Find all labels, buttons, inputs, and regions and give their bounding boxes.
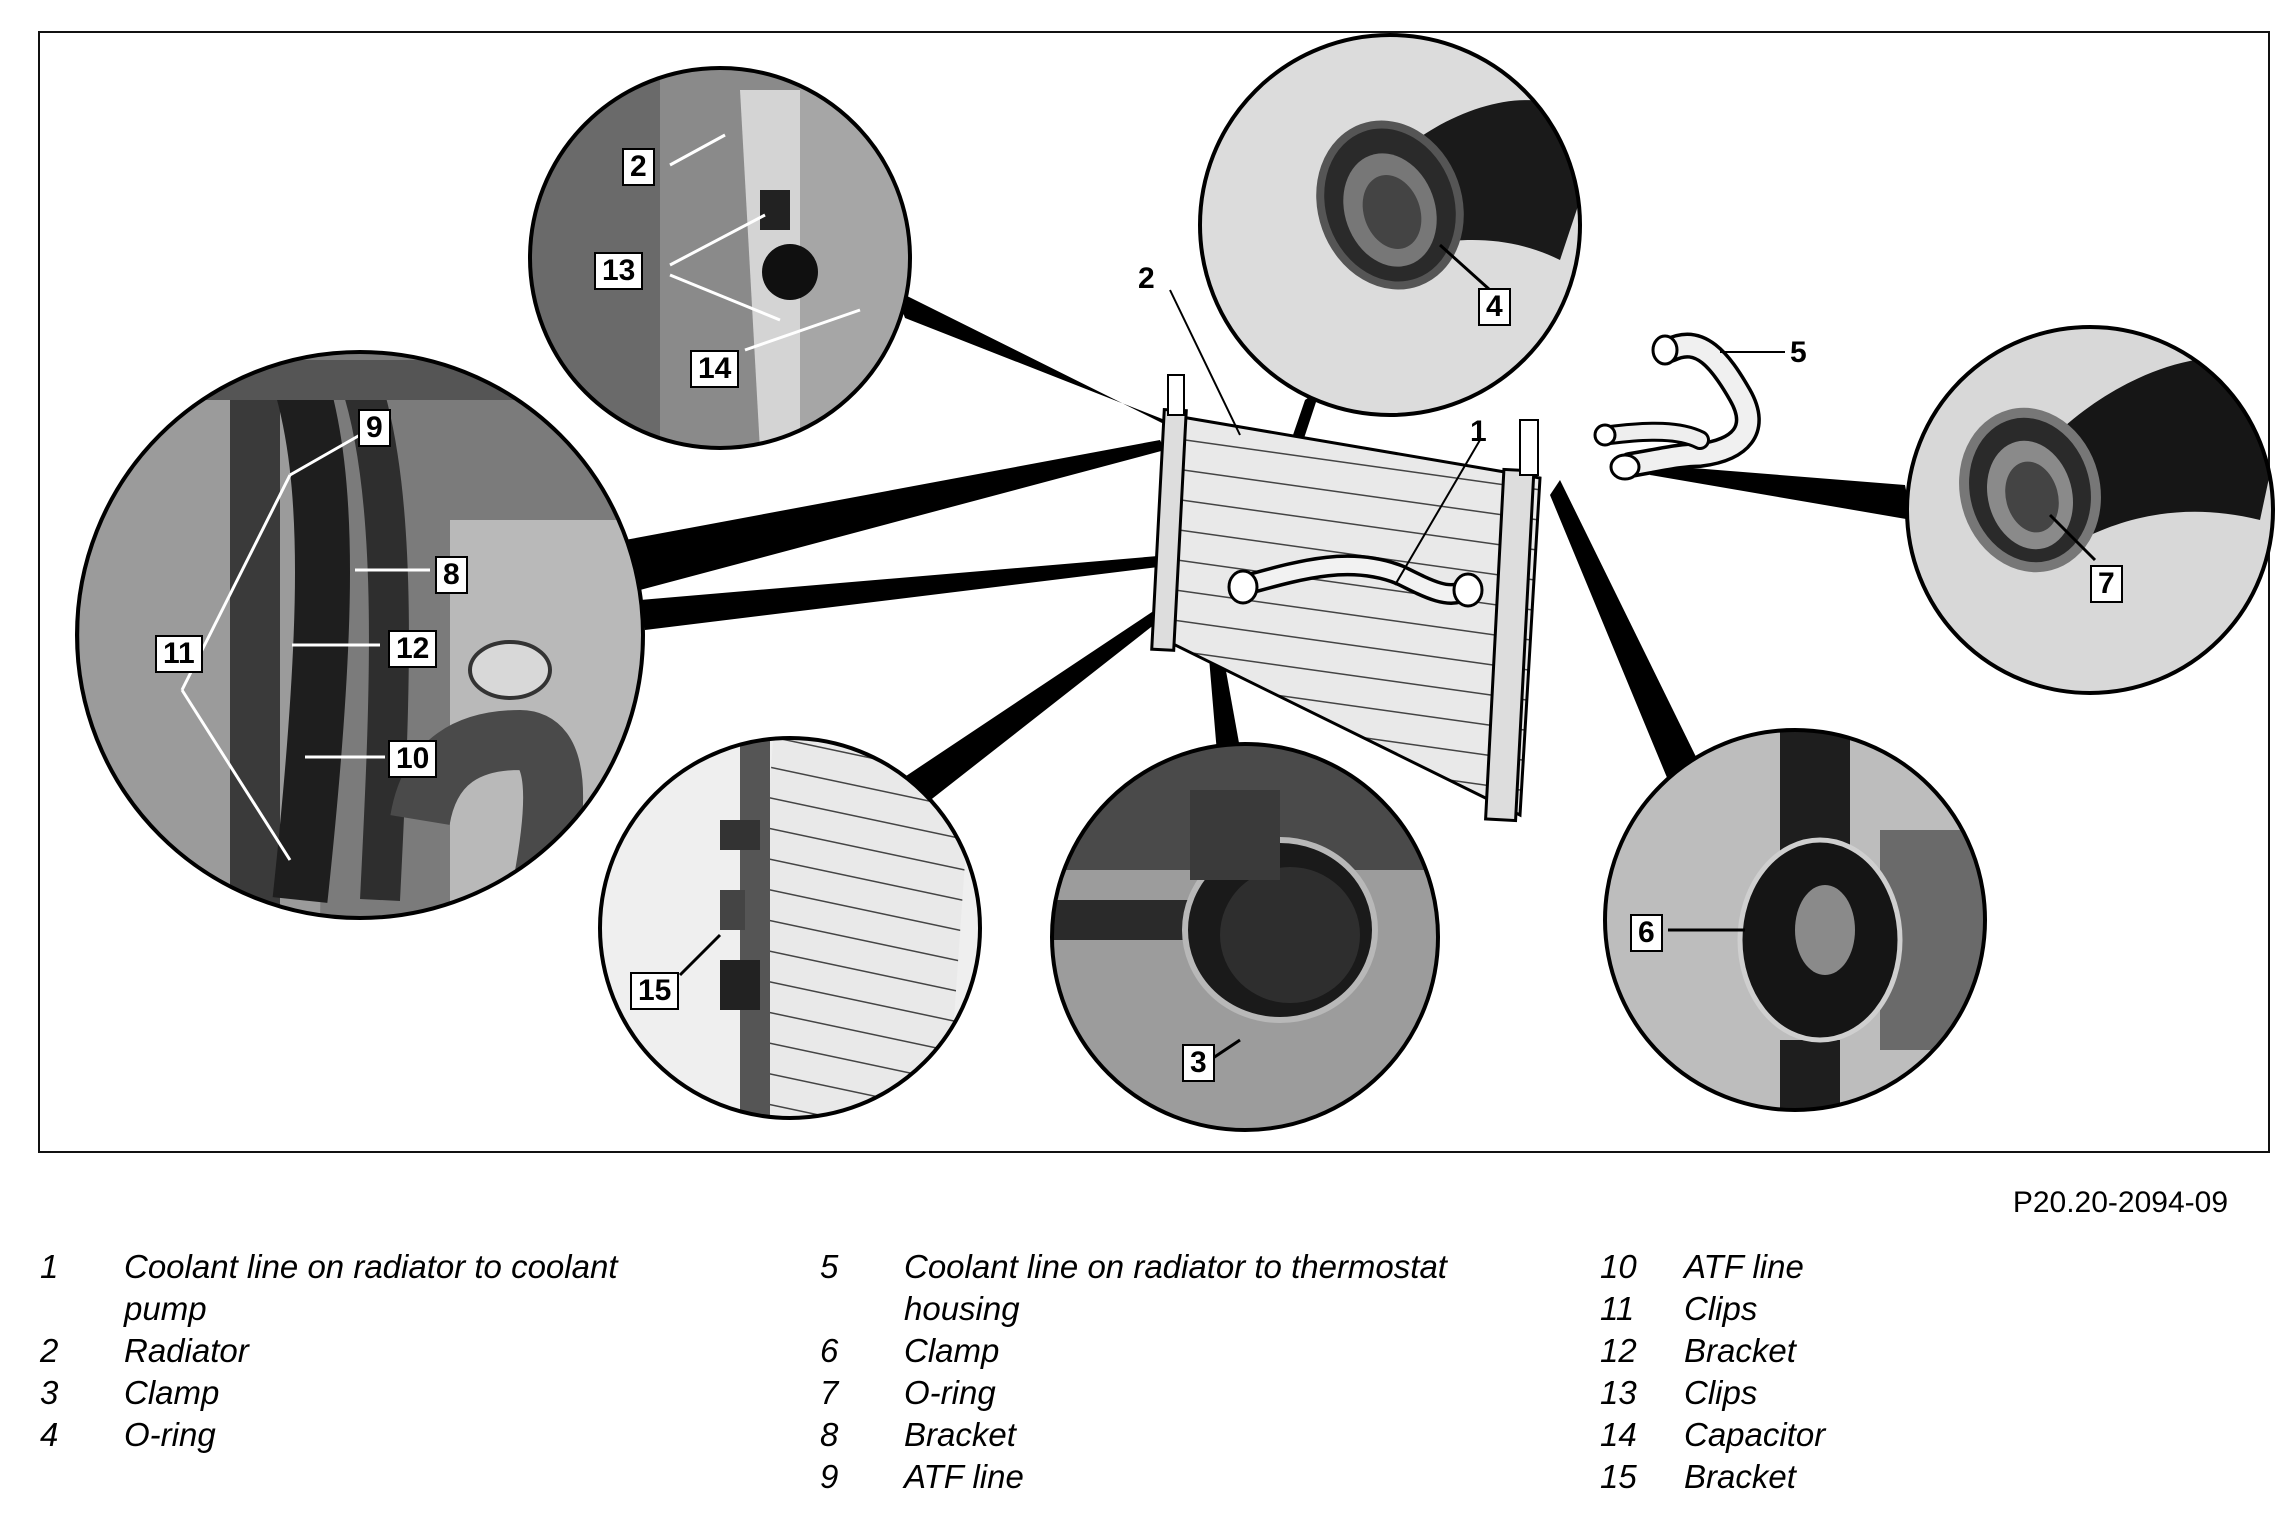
legend-text: housing <box>904 1290 1020 1327</box>
legend-item-2: 2 Radiator <box>40 1330 618 1372</box>
callout-15: 15 <box>630 972 680 1010</box>
legend-column-3: 10 ATF line 11 Clips 12 Bracket 13 Clips… <box>1600 1246 1825 1498</box>
legend-text: O-ring <box>124 1416 216 1453</box>
legend-number: 12 <box>1600 1332 1637 1369</box>
coolant-line-5-drawing <box>1593 332 1761 481</box>
legend-text: Bracket <box>904 1416 1016 1453</box>
legend-item-5-cont: housing <box>820 1288 1447 1330</box>
detail-circle-top-left <box>528 66 912 450</box>
legend-text: Capacitor <box>1684 1416 1826 1453</box>
legend-item-9: 9 ATF line <box>820 1456 1447 1498</box>
legend-text: pump <box>124 1290 207 1327</box>
callout-4: 4 <box>1478 288 1511 326</box>
legend-item-12: 12 Bracket <box>1600 1330 1825 1372</box>
legend-number: 3 <box>40 1374 59 1411</box>
legend-text: Clamp <box>904 1332 1000 1369</box>
legend-item-13: 13 Clips <box>1600 1372 1825 1414</box>
legend-item-1-cont: pump <box>40 1288 618 1330</box>
callout-8: 8 <box>435 556 468 594</box>
label-2-radiator: 2 <box>1138 262 1155 295</box>
legend-number: 11 <box>1600 1290 1635 1327</box>
legend-text: Radiator <box>124 1332 249 1369</box>
legend-item-8: 8 Bracket <box>820 1414 1447 1456</box>
legend-text: O-ring <box>904 1374 996 1411</box>
legend-number: 1 <box>40 1248 59 1285</box>
legend-item-10: 10 ATF line <box>1600 1246 1825 1288</box>
legend-number: 6 <box>820 1332 839 1369</box>
legend-item-14: 14 Capacitor <box>1600 1414 1825 1456</box>
detail-circle-bottom-15 <box>598 736 982 1120</box>
legend-text: Clamp <box>124 1374 220 1411</box>
radiator-drawing <box>1150 374 1542 823</box>
callout-6: 6 <box>1630 914 1663 952</box>
legend-text: Bracket <box>1684 1332 1796 1369</box>
legend-number: 4 <box>40 1416 59 1453</box>
legend-number: 8 <box>820 1416 839 1453</box>
legend-item-4: 4 O-ring <box>40 1414 618 1456</box>
legend-item-5: 5 Coolant line on radiator to thermostat <box>820 1246 1447 1288</box>
detail-circle-left <box>75 350 645 920</box>
detail-circle-bottom-3 <box>1050 742 1440 1132</box>
legend-text: Clips <box>1684 1374 1758 1411</box>
label-5-coolant-line: 5 <box>1790 336 1807 369</box>
legend-column-2: 5 Coolant line on radiator to thermostat… <box>820 1246 1447 1498</box>
legend-number: 7 <box>820 1374 839 1411</box>
legend-text: ATF line <box>904 1458 1024 1495</box>
legend-text: Bracket <box>1684 1458 1796 1495</box>
callout-10: 10 <box>388 740 438 778</box>
legend-text: Coolant line on radiator to thermostat <box>904 1248 1447 1285</box>
callout-9: 9 <box>358 409 391 447</box>
legend-number: 5 <box>820 1248 839 1285</box>
detail-circle-right <box>1905 325 2275 695</box>
legend-number: 9 <box>820 1458 839 1495</box>
legend-number: 14 <box>1600 1416 1637 1453</box>
legend-text: ATF line <box>1684 1248 1804 1285</box>
callout-2-detail: 2 <box>622 148 655 186</box>
callout-13: 13 <box>594 252 644 290</box>
legend-text: Coolant line on radiator to coolant <box>124 1248 618 1285</box>
legend-item-1: 1 Coolant line on radiator to coolant <box>40 1246 618 1288</box>
legend-column-1: 1 Coolant line on radiator to coolant pu… <box>40 1246 618 1456</box>
callout-12: 12 <box>388 630 438 668</box>
legend-number: 13 <box>1600 1374 1637 1411</box>
legend-item-7: 7 O-ring <box>820 1372 1447 1414</box>
legend-number: 10 <box>1600 1248 1637 1285</box>
legend-number: 15 <box>1600 1458 1637 1495</box>
legend-item-11: 11 Clips <box>1600 1288 1825 1330</box>
legend-text: Clips <box>1684 1290 1758 1327</box>
callout-11: 11 <box>155 635 203 673</box>
callout-3: 3 <box>1182 1044 1215 1082</box>
detail-circle-bottom-6 <box>1603 728 1987 1112</box>
label-1-coolant-line: 1 <box>1470 415 1487 448</box>
legend-item-6: 6 Clamp <box>820 1330 1447 1372</box>
callout-14: 14 <box>690 350 740 388</box>
legend-item-3: 3 Clamp <box>40 1372 618 1414</box>
callout-7: 7 <box>2090 565 2123 603</box>
legend-item-15: 15 Bracket <box>1600 1456 1825 1498</box>
detail-circle-top-center <box>1198 33 1582 417</box>
legend-number: 2 <box>40 1332 59 1369</box>
figure-reference-code: P20.20-2094-09 <box>2012 1186 2228 1219</box>
